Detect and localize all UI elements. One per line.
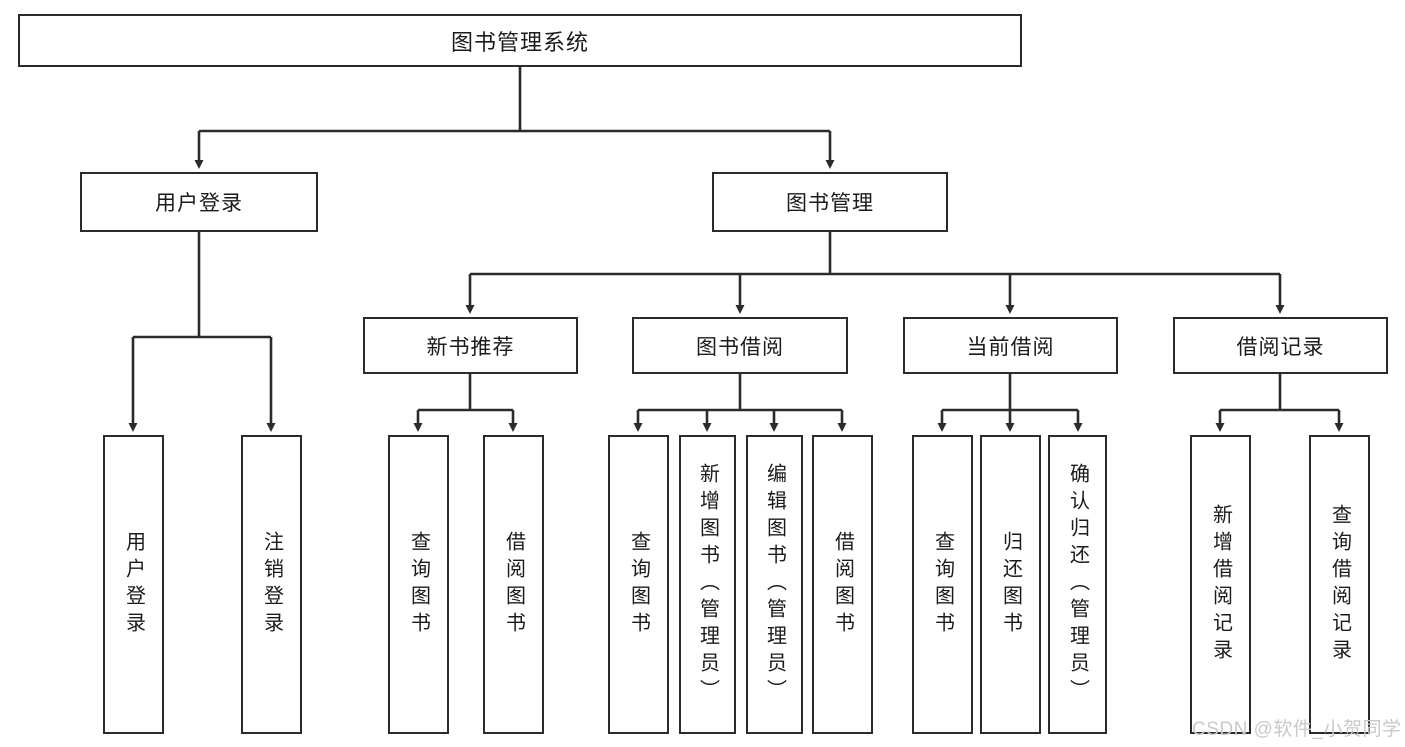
leaf-label: 借阅图书 xyxy=(831,530,854,639)
node-borrow-record[interactable]: 借阅记录 xyxy=(1173,317,1388,374)
leaf-label: 新增图书（管理员） xyxy=(696,463,719,706)
leaf-label: 借阅图书 xyxy=(502,530,525,639)
leaf-label: 确认归还（管理员） xyxy=(1066,463,1089,706)
leaf-user-login-1[interactable]: 注销登录 xyxy=(241,435,302,734)
leaf-label: 查询借阅记录 xyxy=(1328,503,1351,666)
leaf-current-borrow-0[interactable]: 查询图书 xyxy=(912,435,973,734)
leaf-label: 用户登录 xyxy=(122,530,145,639)
node-root[interactable]: 图书管理系统 xyxy=(18,14,1022,67)
node-user-login[interactable]: 用户登录 xyxy=(80,172,318,232)
leaf-label: 查询图书 xyxy=(407,530,430,639)
leaf-label: 新增借阅记录 xyxy=(1209,503,1232,666)
leaf-borrow-record-0[interactable]: 新增借阅记录 xyxy=(1190,435,1251,734)
leaf-book-borrow-3[interactable]: 借阅图书 xyxy=(812,435,873,734)
node-new-book-rec-label: 新书推荐 xyxy=(426,335,515,359)
leaf-new-book-rec-0[interactable]: 查询图书 xyxy=(388,435,449,734)
leaf-borrow-record-1[interactable]: 查询借阅记录 xyxy=(1309,435,1370,734)
leaf-new-book-rec-1[interactable]: 借阅图书 xyxy=(483,435,544,734)
node-book-borrow[interactable]: 图书借阅 xyxy=(632,317,848,374)
leaf-label: 归还图书 xyxy=(999,530,1022,639)
node-new-book-rec[interactable]: 新书推荐 xyxy=(363,317,578,374)
leaf-label: 注销登录 xyxy=(260,530,283,639)
leaf-book-borrow-1[interactable]: 新增图书（管理员） xyxy=(679,435,736,734)
node-book-manage[interactable]: 图书管理 xyxy=(712,172,948,232)
node-root-label: 图书管理系统 xyxy=(450,29,589,55)
leaf-current-borrow-2[interactable]: 确认归还（管理员） xyxy=(1048,435,1107,734)
node-current-borrow-label: 当前借阅 xyxy=(966,335,1055,359)
leaf-label: 编辑图书（管理员） xyxy=(763,463,786,706)
node-current-borrow[interactable]: 当前借阅 xyxy=(903,317,1118,374)
leaf-label: 查询图书 xyxy=(627,530,650,639)
node-book-manage-label: 图书管理 xyxy=(786,192,874,215)
leaf-book-borrow-2[interactable]: 编辑图书（管理员） xyxy=(746,435,803,734)
node-user-login-label: 用户登录 xyxy=(155,192,243,215)
leaf-book-borrow-0[interactable]: 查询图书 xyxy=(608,435,669,734)
leaf-user-login-0[interactable]: 用户登录 xyxy=(103,435,164,734)
leaf-label: 查询图书 xyxy=(931,530,954,639)
leaf-current-borrow-1[interactable]: 归还图书 xyxy=(980,435,1041,734)
node-borrow-record-label: 借阅记录 xyxy=(1236,335,1325,359)
node-book-borrow-label: 图书借阅 xyxy=(696,335,784,359)
